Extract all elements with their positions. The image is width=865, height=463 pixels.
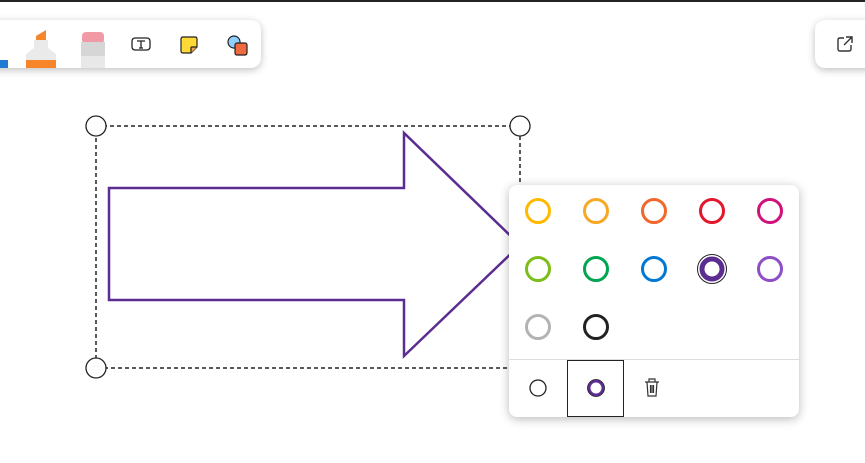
- drawing-toolbar: [0, 20, 261, 68]
- color-swatch[interactable]: [581, 196, 611, 226]
- color-swatch[interactable]: [523, 196, 553, 226]
- color-swatch[interactable]: [639, 254, 669, 284]
- shapes-icon[interactable]: [227, 35, 249, 57]
- sticky-note-icon[interactable]: [180, 36, 198, 54]
- delete-button[interactable]: [624, 360, 681, 417]
- resize-handle[interactable]: [85, 357, 107, 379]
- selection-box: [95, 125, 521, 369]
- eraser-icon[interactable]: [80, 30, 106, 68]
- color-swatch[interactable]: [755, 254, 785, 284]
- color-swatch[interactable]: [581, 254, 611, 284]
- color-swatch[interactable]: [523, 312, 553, 342]
- color-swatch[interactable]: [581, 312, 611, 342]
- color-panel: [509, 185, 799, 417]
- color-swatch[interactable]: [755, 196, 785, 226]
- resize-handle[interactable]: [85, 115, 107, 137]
- share-external-icon: [836, 35, 854, 53]
- color-swatch[interactable]: [639, 196, 669, 226]
- share-button[interactable]: [815, 20, 865, 68]
- color-swatch[interactable]: [523, 254, 553, 284]
- trash-icon: [645, 378, 659, 397]
- resize-handle[interactable]: [509, 115, 531, 137]
- fill-option[interactable]: [567, 360, 624, 417]
- color-swatch[interactable]: [697, 254, 727, 284]
- text-tool-icon[interactable]: [131, 37, 151, 51]
- divider: [509, 359, 799, 360]
- color-swatch[interactable]: [697, 196, 727, 226]
- highlighter-icon[interactable]: [24, 26, 64, 68]
- top-border: [0, 0, 865, 2]
- no-fill-option[interactable]: [509, 360, 566, 417]
- arrow-shape[interactable]: [107, 130, 522, 359]
- blue-marker-icon[interactable]: [0, 20, 10, 68]
